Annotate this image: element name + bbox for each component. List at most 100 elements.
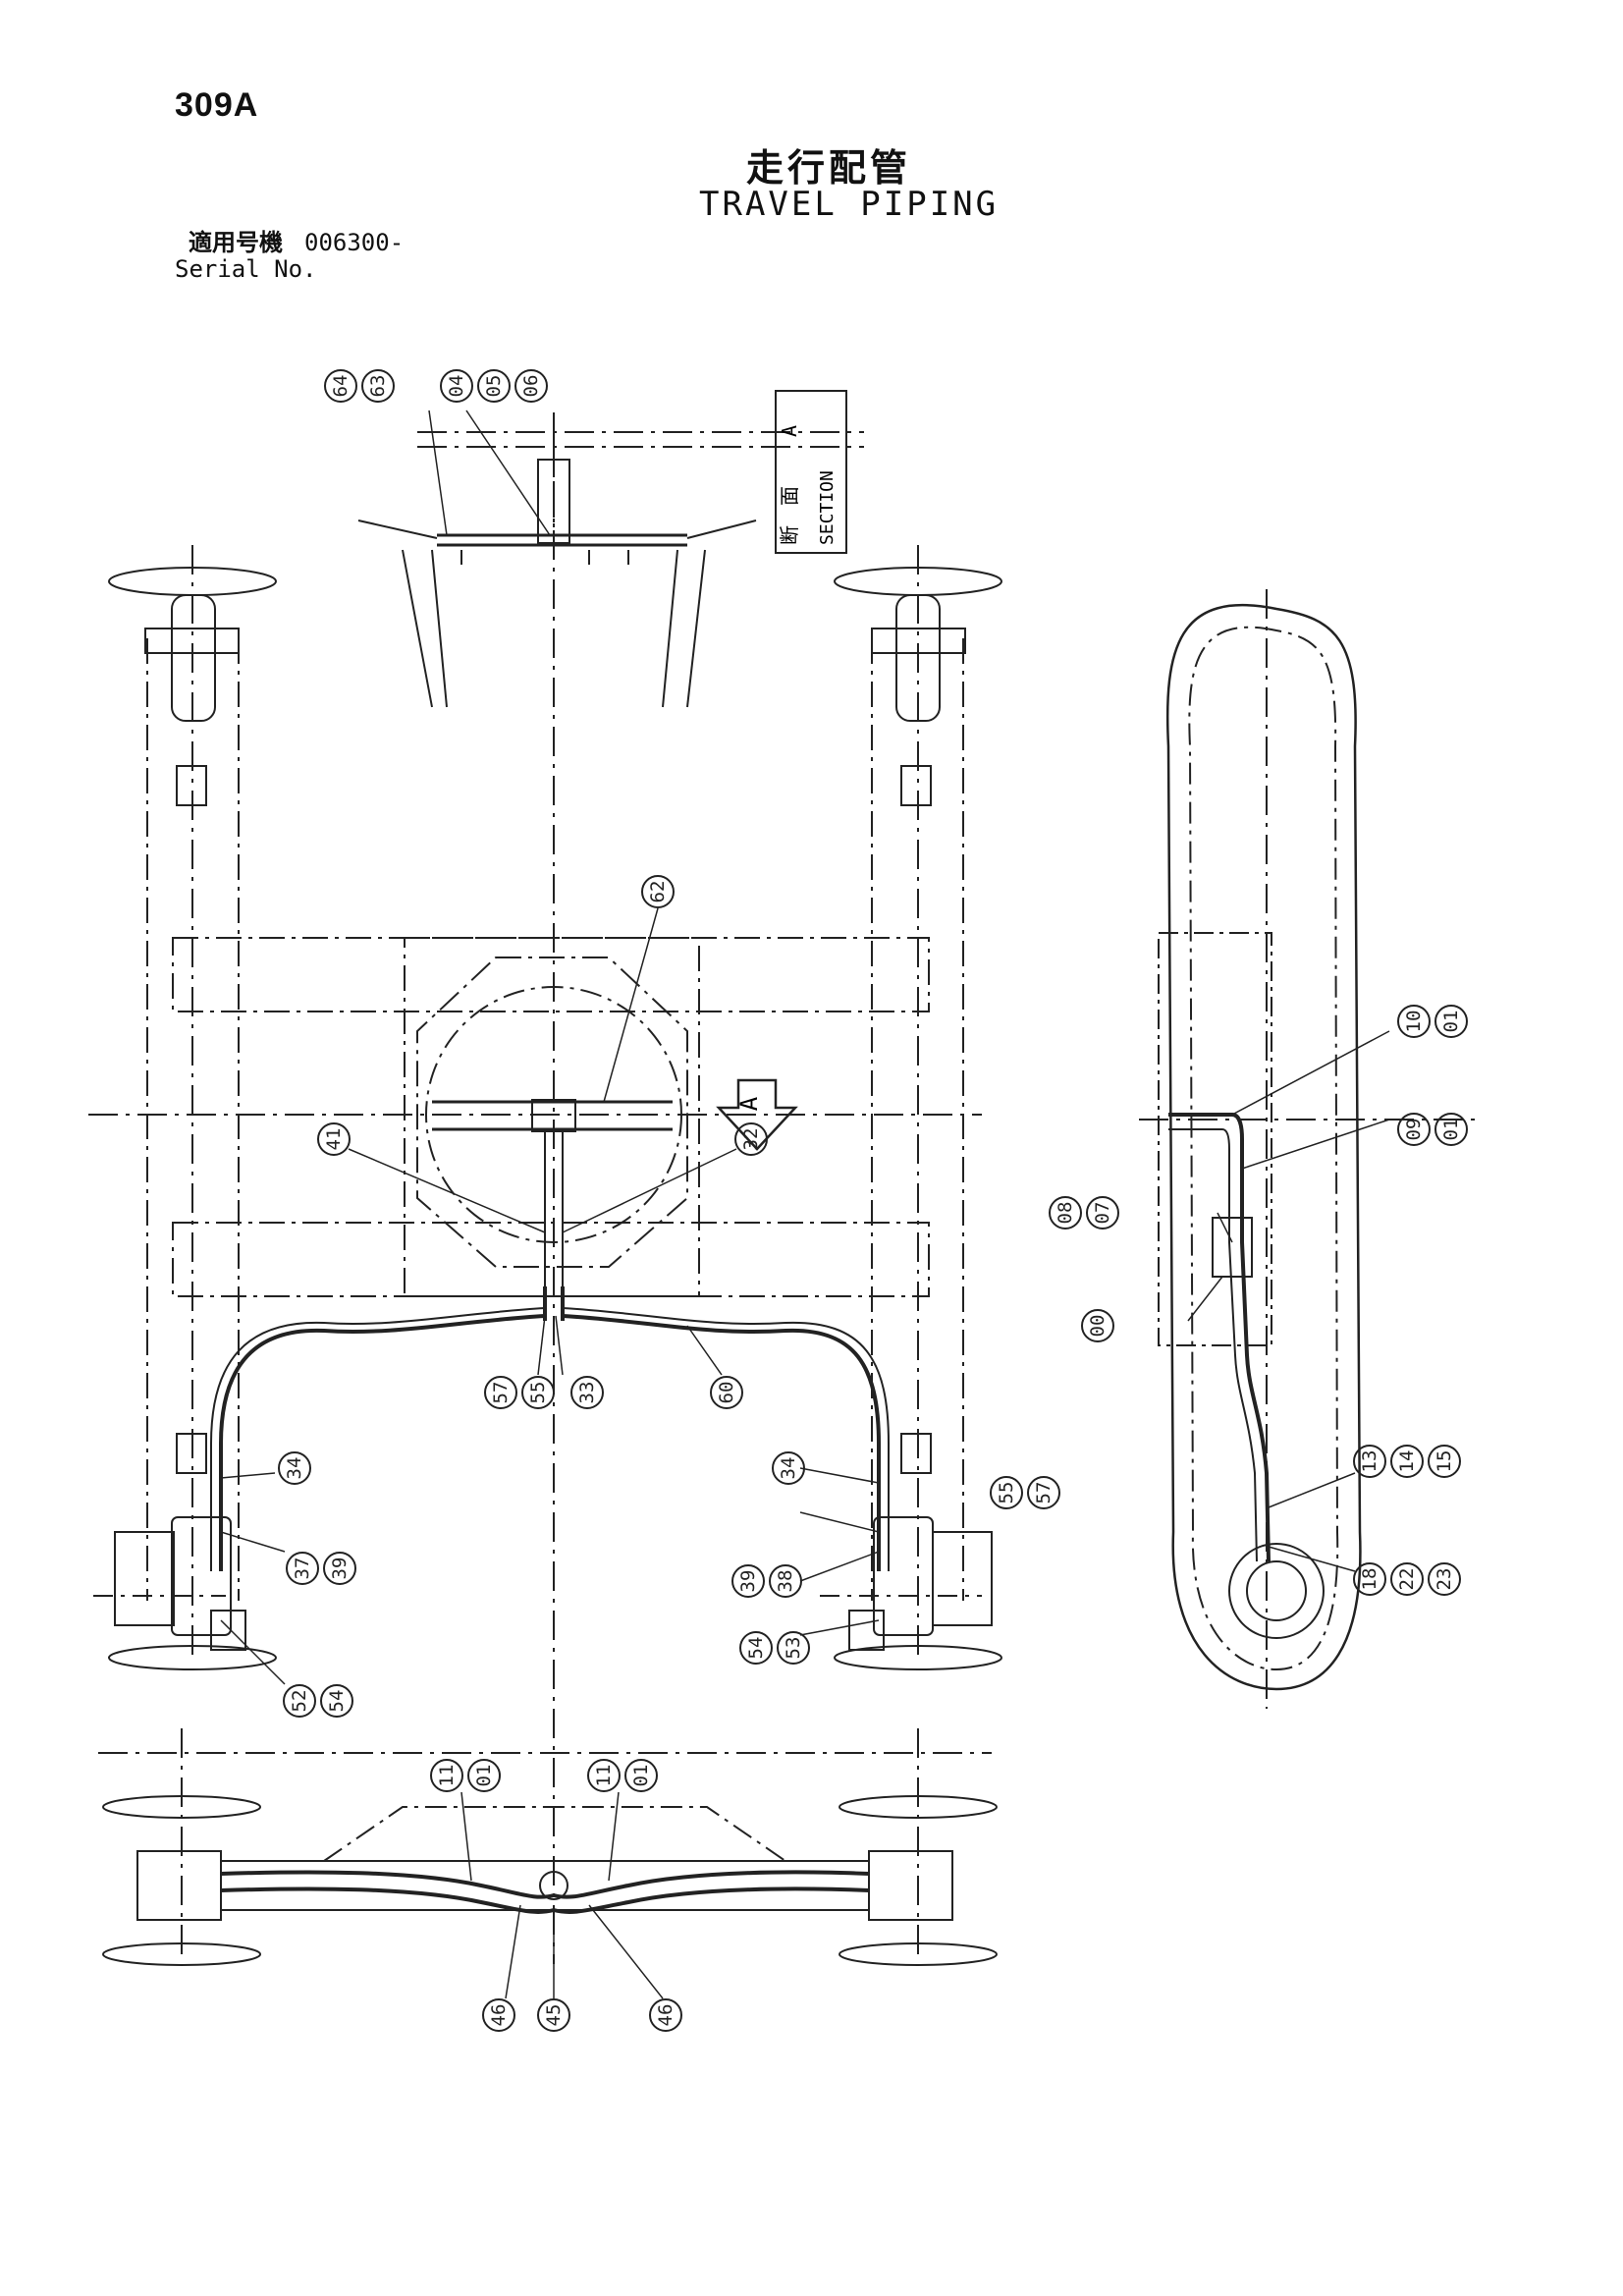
svg-text:15: 15 bbox=[1434, 1450, 1455, 1473]
svg-text:01: 01 bbox=[630, 1765, 652, 1787]
callout: 08 bbox=[1049, 1196, 1082, 1230]
svg-text:33: 33 bbox=[576, 1382, 598, 1404]
serial-value: 006300- bbox=[304, 229, 405, 256]
callout: 46 bbox=[649, 1998, 682, 2032]
callout: 22 bbox=[1390, 1562, 1424, 1596]
title-english: TRAVEL PIPING bbox=[699, 185, 1000, 224]
svg-text:18: 18 bbox=[1359, 1568, 1380, 1591]
svg-text:45: 45 bbox=[543, 2004, 565, 2027]
callout: 04 bbox=[440, 369, 473, 403]
view-arrow-letter: A bbox=[735, 1096, 763, 1111]
svg-text:63: 63 bbox=[367, 375, 389, 398]
callout: 05 bbox=[477, 369, 511, 403]
section-label-letter: A bbox=[778, 425, 801, 437]
track-side-view bbox=[1139, 589, 1483, 1709]
callout: 00 bbox=[1081, 1309, 1114, 1342]
callout: 01 bbox=[624, 1759, 658, 1792]
callout: 15 bbox=[1428, 1445, 1461, 1478]
svg-text:01: 01 bbox=[1440, 1011, 1462, 1033]
callout: 11 bbox=[587, 1759, 621, 1792]
callout: 11 bbox=[430, 1759, 463, 1792]
callout: 63 bbox=[361, 369, 395, 403]
svg-text:01: 01 bbox=[473, 1765, 495, 1787]
callout: 34 bbox=[772, 1451, 805, 1485]
serial-label-japanese: 適用号機 bbox=[189, 229, 283, 256]
callout: 23 bbox=[1428, 1562, 1461, 1596]
callout: 39 bbox=[731, 1564, 765, 1598]
svg-text:39: 39 bbox=[737, 1570, 759, 1593]
svg-text:07: 07 bbox=[1092, 1202, 1113, 1225]
svg-text:14: 14 bbox=[1396, 1450, 1418, 1473]
svg-text:38: 38 bbox=[775, 1570, 796, 1593]
callout: 01 bbox=[1434, 1005, 1468, 1038]
callout: 09 bbox=[1397, 1113, 1431, 1146]
callout: 07 bbox=[1086, 1196, 1119, 1230]
part-callouts: 64 63 04 05 06 62 41 32 57 55 33 60 34 3… bbox=[278, 369, 1468, 2032]
section-label-en: SECTION bbox=[817, 470, 838, 545]
svg-text:46: 46 bbox=[655, 2004, 676, 2027]
svg-text:34: 34 bbox=[778, 1457, 799, 1480]
callout: 57 bbox=[1027, 1476, 1060, 1509]
callout: 54 bbox=[739, 1631, 773, 1665]
callout: 39 bbox=[323, 1552, 356, 1585]
section-a-view bbox=[357, 412, 864, 708]
callout: 38 bbox=[769, 1564, 802, 1598]
callout: 34 bbox=[278, 1451, 311, 1485]
svg-text:64: 64 bbox=[330, 375, 352, 398]
callout: 37 bbox=[286, 1552, 319, 1585]
svg-text:08: 08 bbox=[1055, 1202, 1076, 1225]
view-arrow bbox=[716, 1078, 798, 1151]
callout: 54 bbox=[320, 1684, 353, 1718]
callout: 60 bbox=[710, 1376, 743, 1409]
callout: 53 bbox=[777, 1631, 810, 1665]
svg-text:57: 57 bbox=[1033, 1482, 1055, 1504]
callout: 55 bbox=[990, 1476, 1023, 1509]
callout: 14 bbox=[1390, 1445, 1424, 1478]
callout: 32 bbox=[734, 1122, 768, 1156]
svg-text:00: 00 bbox=[1087, 1315, 1109, 1338]
callout: 33 bbox=[570, 1376, 604, 1409]
svg-text:32: 32 bbox=[740, 1128, 762, 1151]
svg-text:06: 06 bbox=[520, 375, 542, 398]
callout: 01 bbox=[467, 1759, 501, 1792]
svg-text:11: 11 bbox=[436, 1765, 458, 1787]
svg-text:37: 37 bbox=[292, 1558, 313, 1580]
callout: 46 bbox=[482, 1998, 515, 2032]
svg-text:39: 39 bbox=[329, 1558, 351, 1580]
svg-text:46: 46 bbox=[488, 2004, 510, 2027]
svg-text:54: 54 bbox=[326, 1690, 348, 1713]
svg-text:04: 04 bbox=[446, 375, 467, 398]
svg-text:34: 34 bbox=[284, 1457, 305, 1480]
svg-text:62: 62 bbox=[647, 881, 669, 903]
callout: 01 bbox=[1434, 1113, 1468, 1146]
section-label: 断 面 A SECTION bbox=[778, 425, 838, 545]
title-japanese: 走行配管 bbox=[746, 146, 912, 190]
svg-text:01: 01 bbox=[1440, 1119, 1462, 1141]
callout: 13 bbox=[1353, 1445, 1386, 1478]
svg-text:57: 57 bbox=[490, 1382, 512, 1404]
page-number: 309A bbox=[175, 86, 259, 124]
section-label-box bbox=[775, 390, 847, 554]
svg-text:10: 10 bbox=[1403, 1011, 1425, 1033]
callout: 18 bbox=[1353, 1562, 1386, 1596]
svg-text:52: 52 bbox=[289, 1690, 310, 1713]
callout: 64 bbox=[324, 369, 357, 403]
svg-text:22: 22 bbox=[1396, 1568, 1418, 1591]
serial-label-english: Serial No. bbox=[175, 255, 317, 283]
callout: 57 bbox=[484, 1376, 517, 1409]
callout: 10 bbox=[1397, 1005, 1431, 1038]
callout: 62 bbox=[641, 875, 675, 908]
section-label-ja-1: 断 bbox=[778, 525, 801, 545]
callout: 06 bbox=[514, 369, 548, 403]
callout: 45 bbox=[537, 1998, 570, 2032]
svg-text:41: 41 bbox=[323, 1128, 345, 1151]
svg-text:54: 54 bbox=[745, 1637, 767, 1660]
svg-text:05: 05 bbox=[483, 375, 505, 398]
serial-info: 適用号機 006300- Serial No. bbox=[175, 230, 404, 283]
svg-text:55: 55 bbox=[527, 1382, 549, 1404]
svg-text:23: 23 bbox=[1434, 1568, 1455, 1591]
callout: 55 bbox=[521, 1376, 555, 1409]
callout: 41 bbox=[317, 1122, 351, 1156]
svg-text:11: 11 bbox=[593, 1765, 615, 1787]
